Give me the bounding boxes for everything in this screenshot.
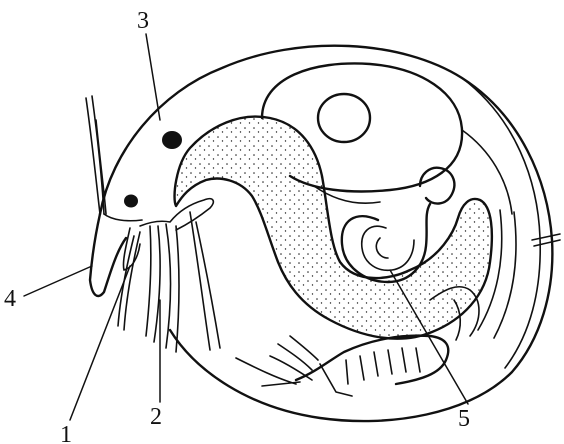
leader-3 xyxy=(146,34,160,120)
antennule-bristles xyxy=(86,96,106,214)
thoracic-legs xyxy=(236,336,448,396)
label-5: 5 xyxy=(458,406,470,432)
leader-4 xyxy=(24,266,92,296)
ocellus xyxy=(124,195,138,208)
mouthparts xyxy=(118,199,220,352)
label-3: 3 xyxy=(137,8,149,34)
posterior-spine xyxy=(532,234,560,246)
leader-1 xyxy=(70,266,130,420)
label-4: 4 xyxy=(4,286,16,312)
gut xyxy=(175,117,492,339)
label-2: 2 xyxy=(150,404,162,430)
egg xyxy=(318,94,370,142)
label-1: 1 xyxy=(60,422,72,444)
compound-eye xyxy=(162,131,182,149)
